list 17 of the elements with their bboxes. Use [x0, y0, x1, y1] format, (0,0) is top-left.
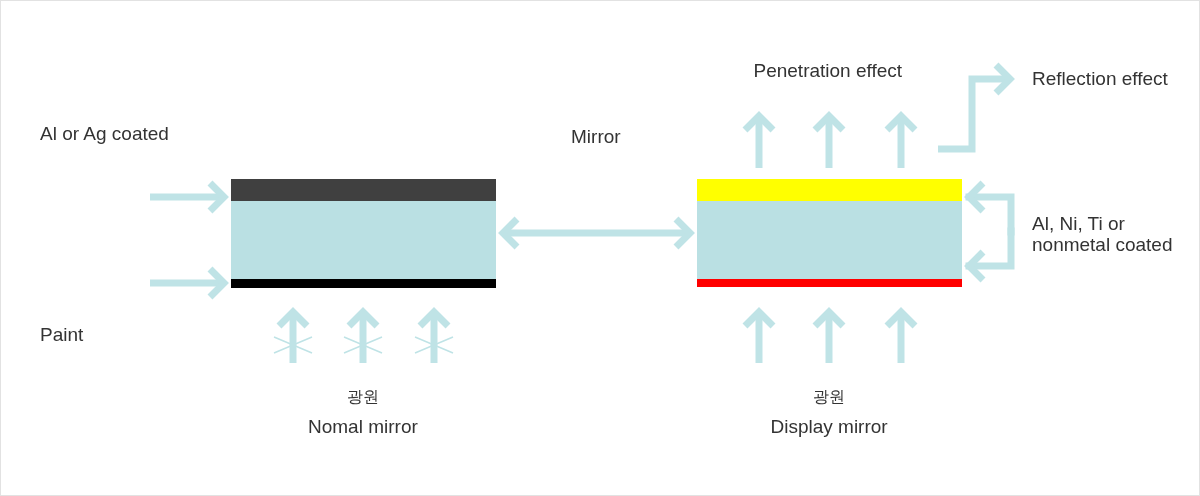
paint-layer — [231, 279, 496, 288]
effect-label: Reflection effect — [1032, 68, 1168, 90]
coating-layer — [697, 179, 962, 201]
effect-label: Penetration effect — [753, 60, 903, 82]
layer-label: Al, Ni, Ti or nonmetal coated — [1032, 213, 1174, 255]
mirror-caption: Nomal mirror — [308, 416, 418, 438]
coating-layer — [697, 279, 962, 287]
light-source-label: 광원 — [813, 387, 845, 407]
coating-layer — [231, 179, 496, 201]
bracket-arrow — [965, 227, 1015, 284]
mirror-caption: Display mirror — [770, 416, 888, 438]
light-source-label: 광원 — [347, 387, 379, 407]
glass-layer — [231, 201, 496, 279]
layer-label: Paint — [40, 324, 84, 346]
double-arrow — [499, 215, 694, 251]
layer-label: Al or Ag coated — [40, 123, 169, 145]
glass-layer — [697, 201, 962, 279]
